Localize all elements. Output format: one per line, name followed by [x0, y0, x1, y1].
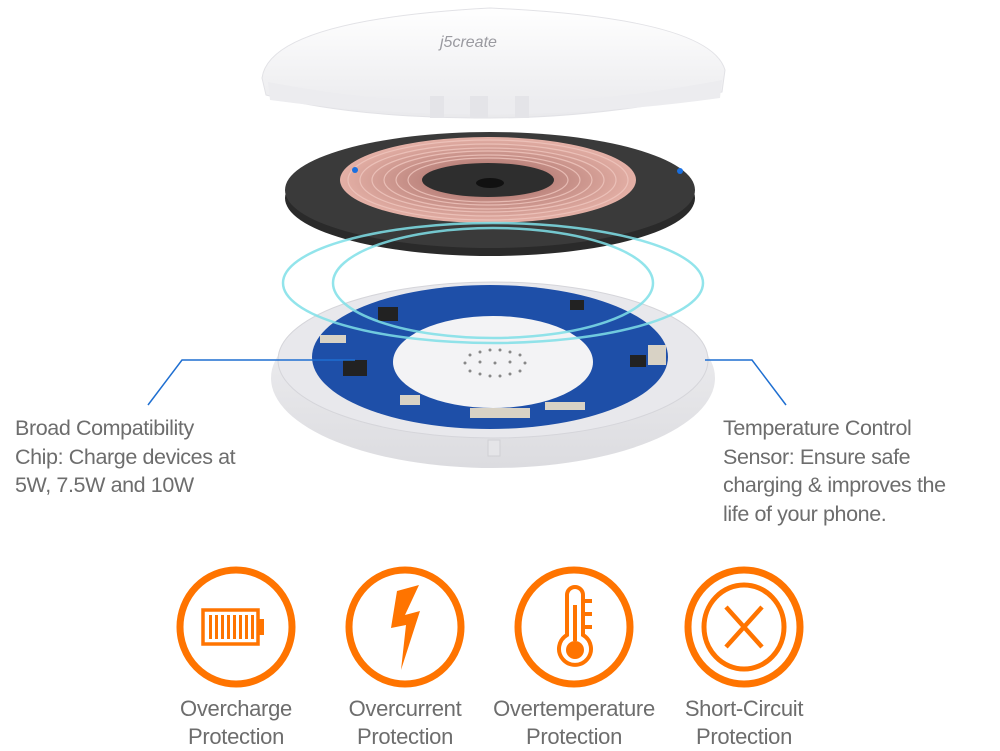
callout-line: Chip: Charge devices at — [15, 444, 236, 469]
callout-line: 5W, 7.5W and 10W — [15, 473, 194, 497]
feature-label: Overcharge — [180, 696, 292, 721]
pcb-base — [271, 281, 715, 468]
feature-label: Short-Circuit — [684, 696, 804, 721]
left-callout-text: Broad Compatibility Chip: Charge devices… — [15, 414, 236, 500]
right-callout-line — [705, 359, 787, 406]
callout-line: Sensor: Ensure safe — [723, 444, 911, 469]
battery-icon — [176, 566, 296, 688]
feature-label: Protection — [695, 724, 793, 749]
callout-line: Temperature Control — [723, 416, 912, 440]
feature-label: Protection — [525, 724, 623, 749]
feature-label: Protection — [356, 724, 454, 749]
brand-logo: j5create — [438, 34, 497, 51]
feature-label: Overcurrent — [348, 696, 462, 721]
product-exploded-illustration: j5create — [147, 7, 787, 468]
callout-line: Broad Compatibility — [15, 416, 194, 440]
left-callout-line — [147, 359, 355, 406]
right-callout-text: Temperature Control Sensor: Ensure safe … — [723, 414, 946, 528]
thermometer-icon — [514, 566, 634, 688]
lightning-bolt-icon — [345, 566, 465, 688]
callout-line: life of your phone. — [723, 501, 887, 526]
magnetic-field-rings — [281, 221, 705, 345]
feature-label: Protection — [187, 724, 285, 749]
x-circle-icon — [684, 566, 804, 688]
feature-label: Overtemperature — [493, 696, 655, 721]
callout-line: charging & improves the — [723, 473, 946, 497]
coil-disc — [285, 132, 695, 256]
top-cover: j5create — [261, 7, 726, 119]
